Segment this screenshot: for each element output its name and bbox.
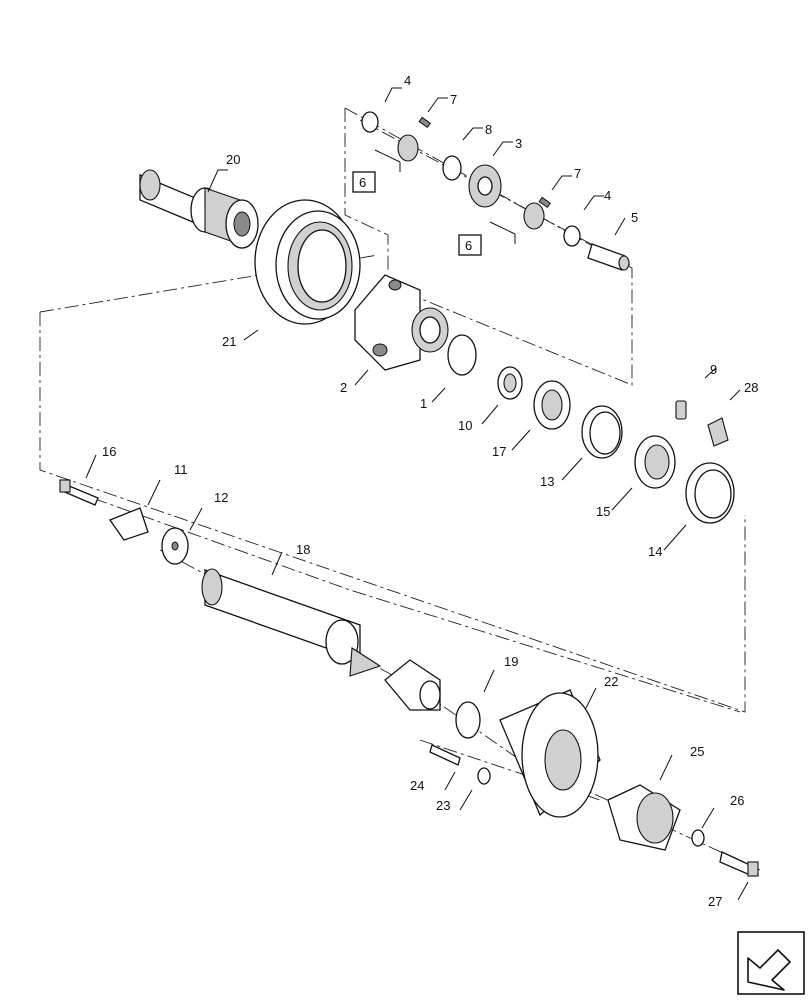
callout-6b: 6 bbox=[465, 238, 472, 253]
callout-26: 26 bbox=[730, 793, 744, 808]
part-20-pinion-shaft bbox=[139, 169, 259, 249]
callout-6a: 6 bbox=[359, 175, 366, 190]
part-11-lock-plate bbox=[108, 507, 149, 541]
part-24-stud bbox=[429, 744, 461, 766]
callout-14: 14 bbox=[648, 544, 662, 559]
reference-box-6-b: 6 bbox=[458, 221, 516, 256]
part-14-bearing-race bbox=[685, 462, 735, 524]
part-7-pin-a bbox=[418, 116, 431, 129]
part-13-bearing-race bbox=[581, 405, 623, 459]
part-6-gear-b bbox=[523, 202, 545, 230]
part-28-fitting bbox=[707, 417, 729, 447]
part-22-hub bbox=[499, 689, 601, 818]
part-17-bearing bbox=[533, 380, 571, 430]
part-16-bolt bbox=[59, 479, 99, 506]
part-5-pin bbox=[587, 243, 630, 271]
callout-19: 19 bbox=[504, 654, 518, 669]
part-1-snap-ring bbox=[447, 334, 477, 376]
callout-7b: 7 bbox=[574, 166, 581, 181]
part-4-snap-ring-b bbox=[563, 225, 581, 247]
arrow-icon[interactable] bbox=[737, 931, 805, 995]
callout-18: 18 bbox=[296, 542, 310, 557]
part-21-ring-gear bbox=[254, 199, 361, 325]
callout-13: 13 bbox=[540, 474, 554, 489]
assembly-chain-lines bbox=[39, 107, 761, 871]
part-25-wheel-flange bbox=[607, 784, 681, 851]
callout-20: 20 bbox=[226, 152, 240, 167]
callout-22: 22 bbox=[604, 674, 618, 689]
callout-11: 11 bbox=[174, 462, 188, 477]
part-2-planet-carrier bbox=[354, 274, 449, 371]
callout-21: 21 bbox=[222, 334, 236, 349]
part-10-washer bbox=[497, 366, 523, 400]
callout-27: 27 bbox=[708, 894, 722, 909]
callout-5: 5 bbox=[631, 210, 638, 225]
callout-12: 12 bbox=[214, 490, 228, 505]
part-9-grease-fitting bbox=[675, 400, 687, 420]
reference-box-6-a: 6 bbox=[352, 149, 401, 193]
callout-8: 8 bbox=[485, 122, 492, 137]
leader-lines bbox=[85, 87, 749, 901]
part-27-bolt bbox=[719, 851, 759, 877]
callout-2: 2 bbox=[340, 380, 347, 395]
part-23-nut bbox=[477, 767, 491, 785]
callout-15: 15 bbox=[596, 504, 610, 519]
part-18-shaft-end bbox=[384, 659, 441, 711]
callout-1: 1 bbox=[420, 396, 427, 411]
callout-25: 25 bbox=[690, 744, 704, 759]
part-19-snap-ring bbox=[455, 701, 481, 739]
callout-23: 23 bbox=[436, 798, 450, 813]
callout-16: 16 bbox=[102, 444, 116, 459]
part-18-axle-shaft bbox=[201, 568, 382, 677]
part-15-bearing bbox=[634, 435, 676, 489]
callouts: 4 7 8 3 7 4 5 20 21 2 1 10 17 13 15 14 9… bbox=[102, 73, 758, 909]
callout-10: 10 bbox=[458, 418, 472, 433]
part-3-planet-gear bbox=[468, 164, 502, 208]
callout-7a: 7 bbox=[450, 92, 457, 107]
callout-3: 3 bbox=[515, 136, 522, 151]
callout-28: 28 bbox=[744, 380, 758, 395]
part-12-washer bbox=[161, 527, 189, 565]
part-4-snap-ring-a bbox=[361, 111, 379, 133]
part-8-snap-ring bbox=[442, 155, 462, 181]
callout-9: 9 bbox=[710, 362, 717, 377]
part-7-pin-b bbox=[538, 196, 551, 209]
callout-24: 24 bbox=[410, 778, 424, 793]
callout-17: 17 bbox=[492, 444, 506, 459]
part-26-washer bbox=[691, 829, 705, 847]
callout-4b: 4 bbox=[604, 188, 611, 203]
part-6-gear-a bbox=[397, 134, 419, 162]
callout-4a: 4 bbox=[404, 73, 411, 88]
